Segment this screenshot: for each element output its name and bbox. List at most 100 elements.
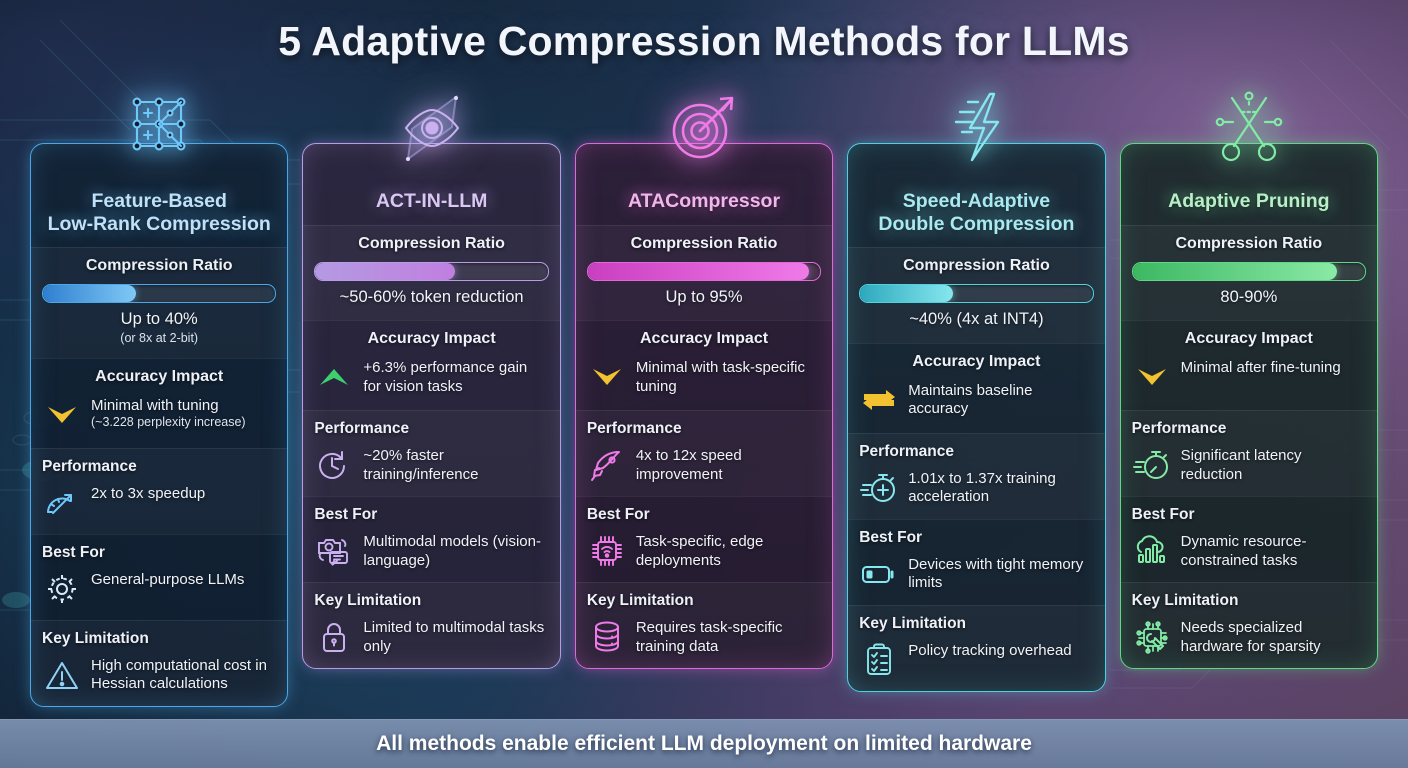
section-accuracy-impact: Accuracy Impact Minimal after fine-tunin… xyxy=(1120,320,1378,410)
method-card-act-in-llm[interactable]: ACT-IN-LLM Compression Ratio ~50-60% tok… xyxy=(302,94,561,670)
database-icon xyxy=(587,617,627,657)
section-heading: Performance xyxy=(859,443,954,461)
section-performance: Performance 4x to 12x speed improvement xyxy=(575,410,833,496)
compression-ratio-bar xyxy=(314,261,549,281)
compression-ratio-bar-fill xyxy=(43,285,136,303)
section-key-limitation: Key Limitation High computational cost i… xyxy=(31,620,288,706)
accuracy-impact-text: Minimal with tuning xyxy=(91,397,219,415)
compression-ratio-value: Up to 95% xyxy=(665,287,743,306)
section-key-limitation: Key Limitation Requ xyxy=(575,582,833,668)
section-heading: Key Limitation xyxy=(586,592,694,610)
section-heading: Accuracy Impact xyxy=(1184,330,1313,348)
performance-text: 2x to 3x speedup xyxy=(91,485,206,503)
chevron-down-icon xyxy=(42,395,82,435)
card-title: Feature-Based Low-Rank Compression xyxy=(47,190,271,235)
best-for-text: Task-specific, edge deployments xyxy=(635,533,764,569)
warning-triangle-icon xyxy=(42,655,82,695)
chevron-down-icon xyxy=(587,357,627,397)
section-compression-ratio: Compression Ratio Up to 95% xyxy=(575,224,833,321)
compression-ratio-value: ~40% (4x at INT4) xyxy=(909,310,1044,329)
accuracy-impact-text: Maintains baseline accuracy xyxy=(908,382,1033,418)
cloud-chart-icon xyxy=(1132,531,1172,571)
method-card-speed-adaptive-double-compression[interactable]: Speed-Adaptive Double Compression Compre… xyxy=(847,92,1106,693)
method-card-adaptive-pruning[interactable]: Adaptive Pruning Compression Ratio 80-90… xyxy=(1119,91,1379,670)
compression-ratio-bar-fill xyxy=(587,262,809,280)
best-for-text: General-purpose LLMs xyxy=(91,571,245,589)
compression-ratio-bar-fill xyxy=(860,285,954,303)
chevron-up-icon xyxy=(314,357,354,397)
section-best-for: Best For Dynamic resource-constraine xyxy=(1120,496,1378,582)
footer-banner: All methods enable efficient LLM deploym… xyxy=(0,719,1408,768)
section-heading: Best For xyxy=(42,544,105,562)
section-key-limitation: Key Limitation Limited to multimodal tas… xyxy=(303,582,560,668)
section-heading: Compression Ratio xyxy=(903,257,1050,275)
section-heading: Performance xyxy=(42,458,137,476)
battery-low-icon xyxy=(859,554,899,594)
section-performance: Performance ~20% faster training/inferen… xyxy=(303,410,560,496)
section-heading: Best For xyxy=(1131,506,1195,524)
lock-icon xyxy=(314,617,354,657)
compression-ratio-bar xyxy=(586,261,822,281)
method-cards-row: Feature-Based Low-Rank Compression Compr… xyxy=(30,91,1379,708)
compression-ratio-bar xyxy=(1131,261,1367,281)
card-title: Speed-Adaptive Double Compression xyxy=(878,190,1075,235)
section-compression-ratio: Compression Ratio ~40% (4x at INT4) xyxy=(848,247,1105,343)
accuracy-impact-text: Minimal with task-specific tuning xyxy=(635,359,806,395)
key-limitation-text: Policy tracking overhead xyxy=(908,642,1072,660)
best-for-text: Multimodal models (vision-language) xyxy=(363,533,541,569)
section-best-for: Best For Multimodal models (vision-langu… xyxy=(303,496,560,582)
section-heading: Best For xyxy=(859,529,923,547)
stopwatch-plus-icon xyxy=(859,468,899,508)
section-accuracy-impact: Accuracy Impact Minimal with tuning (~3.… xyxy=(31,358,288,448)
compression-ratio-bar xyxy=(859,284,1094,304)
compression-ratio-value: 80-90% xyxy=(1220,287,1278,306)
key-limitation-text: Needs specialized hardware for sparsity xyxy=(1180,619,1321,655)
compression-ratio-value: ~50-60% token reduction xyxy=(339,287,524,306)
performance-text: 4x to 12x speed improvement xyxy=(635,447,742,483)
method-card-atacompressor[interactable]: ATACompressor Compression Ratio Up to 95… xyxy=(574,96,834,670)
section-heading: Compression Ratio xyxy=(358,234,505,252)
section-heading: Accuracy Impact xyxy=(367,330,496,348)
speedometer-icon xyxy=(42,483,82,523)
section-heading: Best For xyxy=(314,506,378,524)
method-card-feature-based-low-rank-compression[interactable]: Feature-Based Low-Rank Compression Compr… xyxy=(30,97,289,708)
section-best-for: Best For Devices with tight memory limit… xyxy=(848,519,1105,605)
clock-arrow-icon xyxy=(314,445,354,485)
performance-text: 1.01x to 1.37x training acceleration xyxy=(908,470,1056,506)
camera-chat-icon xyxy=(314,531,354,571)
accuracy-impact-text: +6.3% performance gain for vision tasks xyxy=(363,359,528,395)
performance-text: ~20% faster training/inference xyxy=(363,447,479,483)
card-title: ATACompressor xyxy=(627,190,781,212)
accuracy-impact-text: Minimal after fine-tuning xyxy=(1180,359,1341,377)
section-performance: Performance 2x to 3x speedup xyxy=(31,448,288,534)
chip-wrench-icon xyxy=(1132,617,1172,657)
compression-ratio-subvalue: (or 8x at 2-bit) xyxy=(120,331,199,346)
page-title: 5 Adaptive Compression Methods for LLMs xyxy=(278,18,1130,64)
section-heading: Key Limitation xyxy=(42,630,149,648)
section-heading: Compression Ratio xyxy=(1175,234,1323,252)
section-accuracy-impact: Accuracy Impact +6.3% performance gain f… xyxy=(303,320,560,410)
section-best-for: Best For General-purpose LLMs xyxy=(31,534,288,620)
section-accuracy-impact: Accuracy Impact Minimal with task-specif… xyxy=(575,320,833,410)
section-heading: Best For xyxy=(586,506,650,524)
section-heading: Accuracy Impact xyxy=(639,330,769,348)
compression-ratio-bar-fill xyxy=(1132,262,1338,280)
section-heading: Key Limitation xyxy=(859,615,967,633)
gear-icon xyxy=(42,569,82,609)
section-key-limitation: Key Limitation xyxy=(1120,582,1378,668)
section-best-for: Best For Task-specific, edge deployments xyxy=(575,496,833,582)
best-for-text: Devices with tight memory limits xyxy=(908,556,1084,592)
section-heading: Performance xyxy=(314,420,410,438)
best-for-text: Dynamic resource-constrained tasks xyxy=(1180,533,1307,569)
accuracy-impact-sub: (~3.228 perplexity increase) xyxy=(91,415,246,430)
section-heading: Key Limitation xyxy=(314,592,422,610)
section-heading: Key Limitation xyxy=(1131,592,1239,610)
double-arrow-icon xyxy=(859,380,899,420)
key-limitation-text: Requires task-specific training data xyxy=(635,619,783,655)
chevron-down-icon xyxy=(1132,357,1172,397)
performance-text: Significant latency reduction xyxy=(1180,447,1302,483)
section-compression-ratio: Compression Ratio 80-90% xyxy=(1120,224,1378,321)
compression-ratio-bar xyxy=(42,284,277,304)
section-heading: Compression Ratio xyxy=(630,234,778,252)
